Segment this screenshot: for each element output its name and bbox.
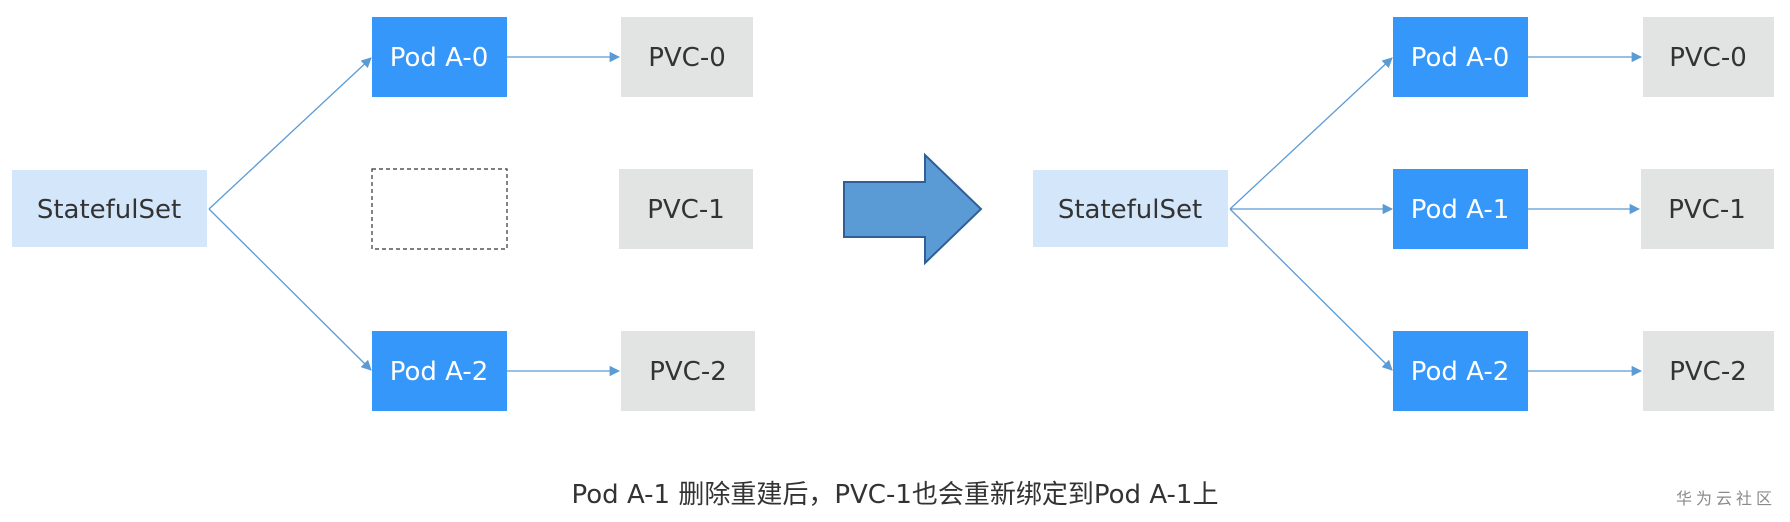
right-panel: StatefulSet Pod A-0 Pod A-1 Pod A-2 PVC-… <box>1033 17 1774 411</box>
right-pvc1-label: PVC-1 <box>1668 195 1746 225</box>
left-pvc0-label: PVC-0 <box>648 43 726 73</box>
left-pod-a2-label: Pod A-2 <box>390 357 489 387</box>
left-pod-a0-label: Pod A-0 <box>390 43 489 73</box>
left-pvc2-label: PVC-2 <box>649 357 727 387</box>
right-pvc2-label: PVC-2 <box>1669 357 1747 387</box>
right-arrow-ss-pod-a0 <box>1229 57 1393 210</box>
right-arrow-ss-pod-a2 <box>1229 208 1393 371</box>
right-pvc0-box <box>1643 17 1774 97</box>
left-statefulset-box <box>12 170 207 247</box>
right-pvc1-box <box>1641 169 1774 249</box>
left-pod-a2-box <box>372 331 507 411</box>
left-pvc2-box <box>621 331 755 411</box>
left-pvc1-label: PVC-1 <box>647 195 725 225</box>
left-statefulset-label: StatefulSet <box>37 195 181 225</box>
left-pod-a1-placeholder <box>371 168 508 250</box>
left-arrow-ss-pod-a0 <box>208 57 372 210</box>
left-arrow-ss-pod-a2 <box>208 208 372 371</box>
left-pod-a0-box <box>372 17 507 97</box>
left-pvc0-box <box>621 17 753 97</box>
right-pod-a2-box <box>1393 331 1528 411</box>
left-panel: StatefulSet Pod A-0 Pod A-2 PVC-0 PVC-1 … <box>12 17 755 411</box>
right-statefulset-box <box>1033 170 1228 247</box>
left-pvc1-box <box>619 169 753 249</box>
right-pvc0-label: PVC-0 <box>1669 43 1747 73</box>
diagram-caption: Pod A-1 删除重建后，PVC-1也会重新绑定到Pod A-1上 <box>571 480 1219 510</box>
right-pod-a1-label: Pod A-1 <box>1411 195 1510 225</box>
right-pod-a0-box <box>1393 17 1528 97</box>
transition-arrow <box>843 152 983 266</box>
right-statefulset-label: StatefulSet <box>1058 195 1202 225</box>
watermark: 华为云社区 <box>1675 489 1776 508</box>
right-pvc2-box <box>1643 331 1774 411</box>
right-pod-a2-label: Pod A-2 <box>1411 357 1510 387</box>
right-pod-a1-box <box>1393 169 1528 249</box>
right-pod-a0-label: Pod A-0 <box>1411 43 1510 73</box>
